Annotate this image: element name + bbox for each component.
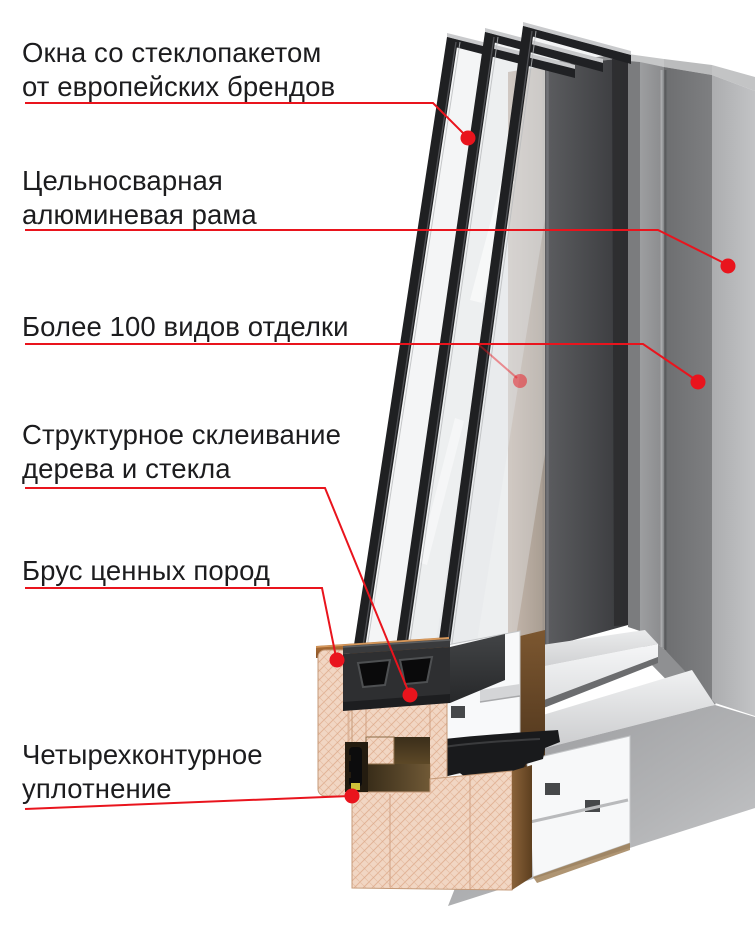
callout-glazing-label: Окна со стеклопакетом от европейских бре… [22,36,335,104]
dot-alu-frame [720,258,736,274]
callout-glazing-line2: от европейских брендов [22,71,336,102]
sash-profile-slab [545,54,628,648]
dot-bonding [402,687,418,703]
wood-strip [508,66,545,655]
callout-dots [329,130,736,804]
leader-line-finishes-branch [477,343,518,379]
glazing-side-bars [352,26,537,666]
callout-alu-frame-label: Цельносварная алюминевая рама [22,164,257,232]
callout-bonding-line1: Структурное склеивание [22,419,342,450]
callout-sealing-line2: уплотнение [22,773,172,804]
callout-timber-line1: Брус ценных пород [22,555,271,586]
dot-finishes [690,374,706,390]
leader-line-alu-frame [25,229,727,265]
leader-lines [24,102,727,810]
callout-finishes-line1: Более 100 видов отделки [22,311,349,342]
leader-line-timber [25,587,337,658]
glazing-top-bars [447,22,631,78]
frame-cut-face [519,735,631,883]
dot-timber [329,652,345,668]
callout-sealing-line1: Четырехконтурное [22,739,263,770]
callout-alu-frame-line2: алюминевая рама [22,199,257,230]
dot-sealing [344,788,360,804]
callout-timber-label: Брус ценных пород [22,554,270,588]
aluminum-frame-vertical [628,54,755,716]
glazing-gasket [342,634,505,711]
callout-bonding-label: Структурное склеивание дерева и стекла [22,418,341,486]
leader-line-sealing [24,795,351,810]
callout-alu-frame-line1: Цельносварная [22,165,223,196]
leader-line-finishes [25,343,697,381]
callout-glazing-line1: Окна со стеклопакетом [22,37,322,68]
leader-line-bonding [25,487,410,694]
callout-sealing-label: Четырехконтурное уплотнение [22,738,263,806]
dot-glazing [460,130,476,146]
leader-line-glazing [25,102,467,137]
dot-finishes-faded [513,374,527,388]
callout-bonding-line2: дерева и стекла [22,453,231,484]
callout-finishes-label: Более 100 видов отделки [22,310,349,344]
